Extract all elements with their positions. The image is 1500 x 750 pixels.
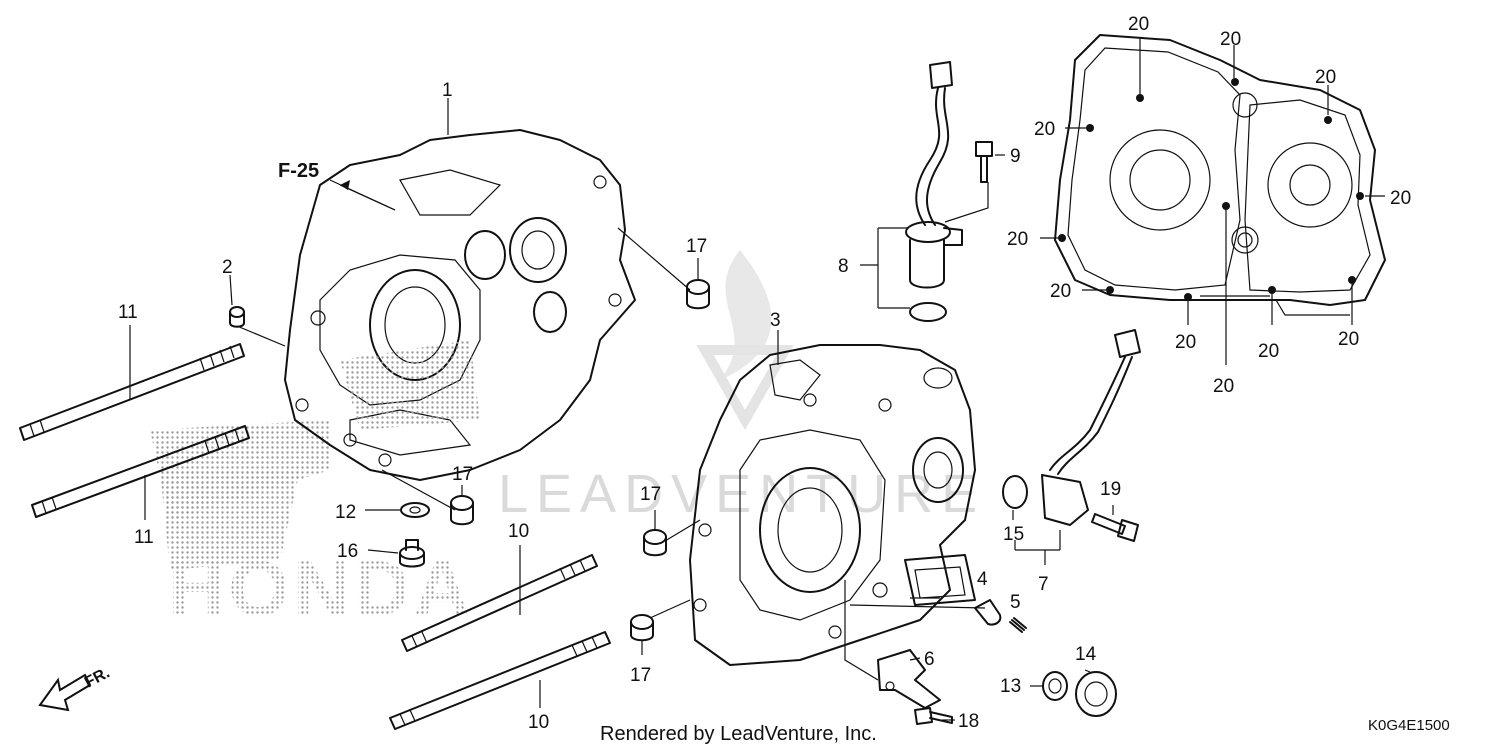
callout-20-e: 20 xyxy=(1390,188,1411,209)
callout-3: 3 xyxy=(770,310,781,331)
callout-20-i: 20 xyxy=(1258,341,1279,362)
stopper-plate-6 xyxy=(877,649,941,709)
callout-11-lower: 11 xyxy=(134,527,154,548)
callout-17-right: 17 xyxy=(640,484,661,505)
callout-10-lower: 10 xyxy=(528,712,549,733)
callout-9: 9 xyxy=(1010,146,1021,167)
callout-20-k: 20 xyxy=(1213,376,1234,397)
callout-16: 16 xyxy=(337,541,358,562)
callout-15: 15 xyxy=(1003,524,1024,545)
honda-logo-text: HONDA xyxy=(168,544,474,632)
crankcase-gasket xyxy=(1054,34,1386,306)
right-crankcase xyxy=(689,344,976,666)
callout-10-upper: 10 xyxy=(508,521,529,542)
callout-20-g: 20 xyxy=(1050,281,1071,302)
callout-6: 6 xyxy=(924,649,935,670)
switch-assembly xyxy=(1002,329,1141,526)
dowel-17-right xyxy=(643,529,667,557)
leadventure-watermark: LEADVENTURE xyxy=(498,250,985,524)
stud-bolt-10-upper xyxy=(401,554,598,652)
stud-bolt-11-lower xyxy=(31,425,250,518)
front-direction-arrow: FR. xyxy=(38,664,113,712)
callout-2: 2 xyxy=(222,257,233,278)
callout-17-bottom: 17 xyxy=(630,665,651,686)
bolt-9 xyxy=(975,141,993,183)
left-crankcase xyxy=(284,129,636,481)
bearing-13 xyxy=(1042,671,1068,701)
callout-20-b: 20 xyxy=(1220,29,1241,50)
callout-20-f: 20 xyxy=(1007,229,1028,250)
callout-4: 4 xyxy=(977,569,988,590)
callout-8: 8 xyxy=(838,256,849,277)
plug-4 xyxy=(974,599,1002,626)
drain-bolt-16 xyxy=(399,539,425,568)
callout-11-upper: 11 xyxy=(118,302,138,323)
callout-20-a: 20 xyxy=(1128,14,1149,35)
callout-20-h: 20 xyxy=(1175,332,1196,353)
reference-label: F-25 xyxy=(278,160,319,182)
dowel-17-top xyxy=(686,279,710,310)
callout-1: 1 xyxy=(442,80,453,101)
stud-bolt-10-lower xyxy=(389,631,611,730)
footer-credit: Rendered by LeadVenture, Inc. xyxy=(600,723,877,745)
callout-13: 13 xyxy=(1000,676,1021,697)
callout-20-d: 20 xyxy=(1034,119,1055,140)
leader-lines xyxy=(129,38,1385,721)
callout-12: 12 xyxy=(335,502,356,523)
stud-bolt-11-upper xyxy=(19,343,245,441)
callout-20-c: 20 xyxy=(1315,67,1336,88)
bolt-18 xyxy=(914,707,953,725)
callout-labels: 1 2 3 4 5 6 7 8 9 10 10 11 11 12 13 14 1… xyxy=(118,14,1411,733)
bolt-19 xyxy=(1091,513,1139,542)
dowel-17-bottom xyxy=(630,614,654,642)
callout-17-top: 17 xyxy=(686,236,707,257)
dowel-pin-2 xyxy=(229,306,245,328)
sensor-assembly xyxy=(905,61,963,322)
oil-seal-14 xyxy=(1075,671,1117,717)
washer-12 xyxy=(400,502,430,518)
diagram-code: K0G4E1500 xyxy=(1368,717,1450,734)
callout-18: 18 xyxy=(958,711,979,732)
callout-7: 7 xyxy=(1038,574,1049,595)
callout-5: 5 xyxy=(1010,592,1021,613)
callout-14: 14 xyxy=(1075,644,1097,665)
callout-17-mid: 17 xyxy=(452,464,473,485)
callout-20-j: 20 xyxy=(1338,329,1359,350)
spring-5 xyxy=(1009,617,1027,633)
watermark-text: LEADVENTURE xyxy=(498,464,985,524)
callout-19: 19 xyxy=(1100,479,1121,500)
reference-arrow: F-25 xyxy=(278,160,396,211)
